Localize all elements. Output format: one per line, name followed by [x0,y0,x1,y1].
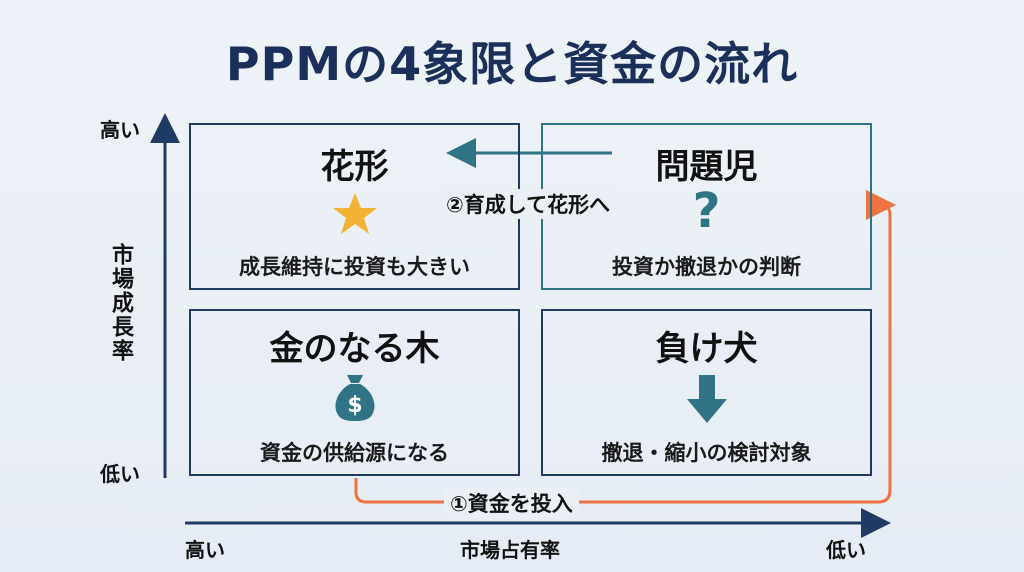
quadrant-cash-cow: 金のなる木 $ 資金の供給源になる [189,309,520,476]
quadrant-dog-desc: 撤退・縮小の検討対象 [601,441,812,465]
quadrant-cash-cow-desc: 資金の供給源になる [260,441,449,465]
y-axis-title: 市場成長率 [108,243,133,363]
invest-flow-arrow [354,190,896,504]
quadrant-question-title: 問題児 [655,147,758,187]
down-arrow-icon [685,373,729,429]
x-axis-title: 市場占有率 [460,538,560,562]
grow-flow-label: ②育成して花形へ [440,189,617,219]
quadrant-question: 問題児 ? 投資か撤退かの判断 [541,123,872,290]
y-axis-high-label: 高い [100,118,140,142]
money-bag-icon: $ [333,371,377,427]
quadrant-star-title: 花形 [320,147,389,187]
invest-flow-label: ①資金を投入 [444,488,579,518]
star-icon [331,191,379,241]
quadrant-star: 花形 成長維持に投資も大きい [189,123,520,290]
quadrant-dog-title: 負け犬 [655,329,758,369]
x-axis-high-label: 高い [185,538,225,562]
page-title: PPMの4象限と資金の流れ [225,37,799,91]
quadrant-cash-cow-title: 金のなる木 [269,329,440,369]
quadrant-star-desc: 成長維持に投資も大きい [239,255,470,279]
quadrant-dog: 負け犬 撤退・縮小の検討対象 [541,309,872,476]
x-axis-low-label: 低い [826,538,866,562]
y-axis-low-label: 低い [100,462,140,486]
question-mark-icon: ? [692,183,721,239]
svg-text:$: $ [347,393,362,418]
quadrant-question-desc: 投資か撤退かの判断 [612,255,801,279]
